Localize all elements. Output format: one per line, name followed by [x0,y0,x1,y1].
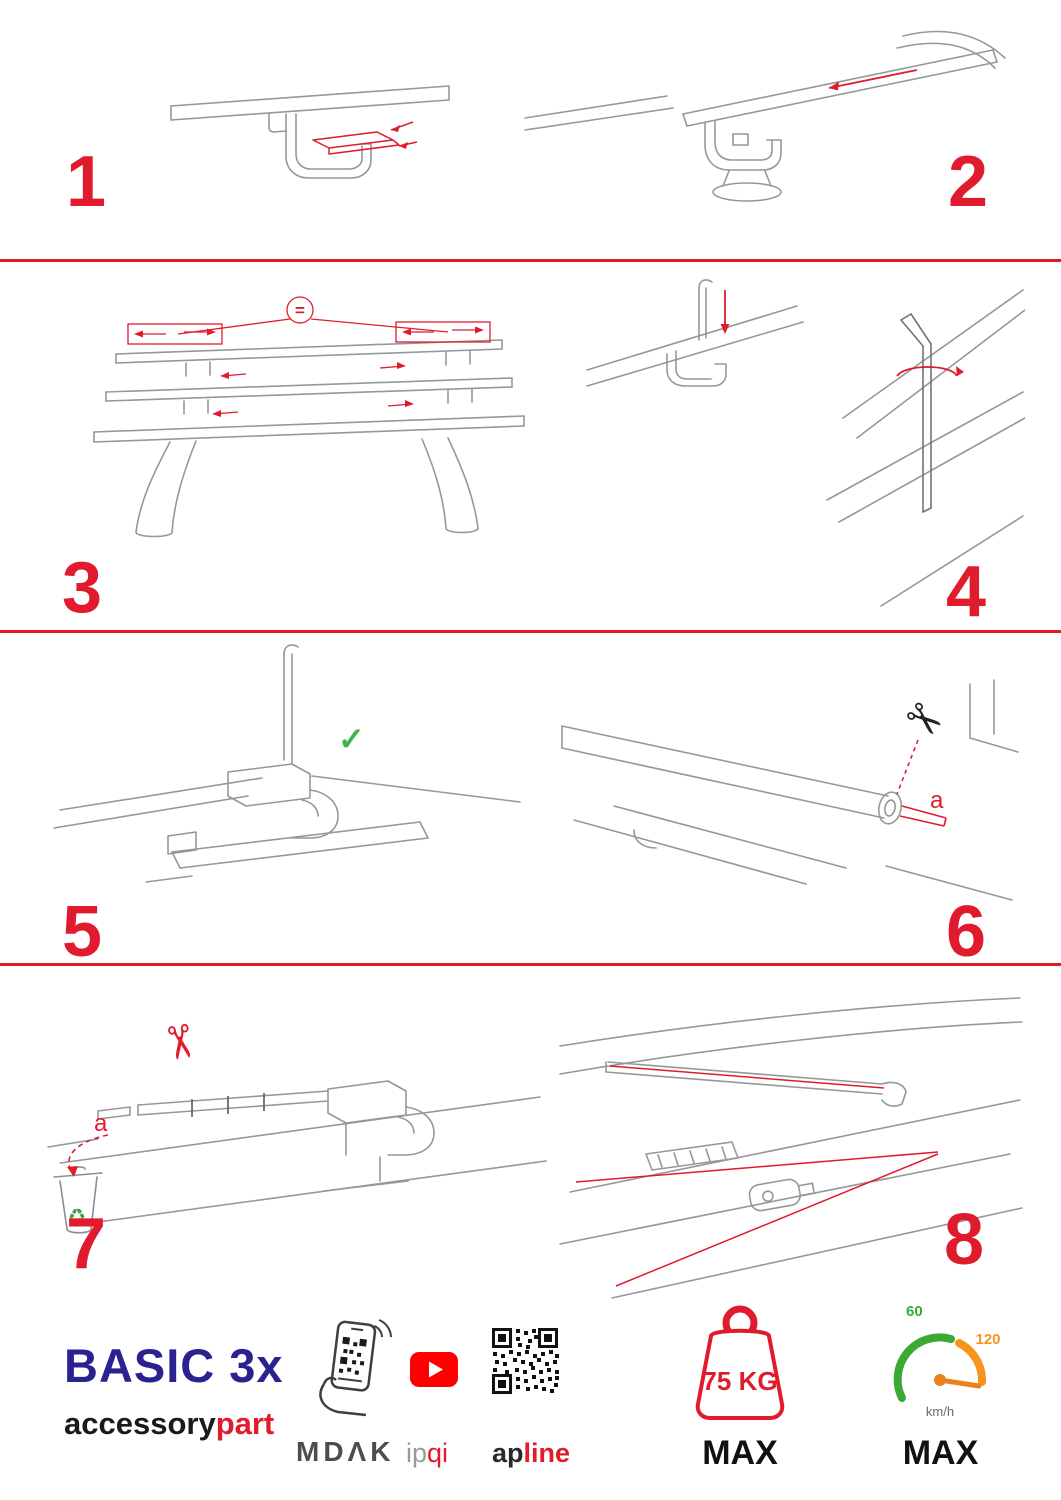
step-1-number: 1 [66,142,107,222]
youtube-icon [410,1352,458,1387]
brand-logo: BASIC 3x [64,1339,284,1392]
speed-60-label: 60 [906,1303,923,1320]
speed-120-label: 120 [975,1331,1000,1348]
step-7-number: 7 [66,1204,107,1284]
step-3-number: 3 [62,548,103,628]
scissors-icon: ✂ [151,1019,209,1066]
allen-key-icon [900,313,932,513]
step-5-number: 5 [62,892,103,972]
phone-qr-scan-icon [319,1319,392,1417]
tighten-arrows [724,290,958,377]
partner-mdak-label: MDΛK [296,1436,395,1467]
step-8-number: 8 [944,1200,985,1280]
step-6-illustration: ✂ a [561,679,1019,901]
step-6-number: 6 [946,892,987,972]
alignment-lines [575,1065,939,1287]
section-divider-2 [0,630,1061,633]
step-5-illustration: ✓ [53,644,521,883]
max-weight-icon: 75 KG [695,1305,785,1420]
partner-apline-left: ap [492,1438,524,1468]
cut-label-a: a [930,787,944,814]
step-3-illustration: = [93,296,525,538]
section-divider-3 [0,963,1061,966]
max-load-label: MAX [702,1434,778,1472]
step-1-illustration [170,85,450,179]
section-divider-1 [0,259,1061,262]
cut-marks [191,1093,265,1117]
recycle-icon: ♻ [68,1206,86,1228]
step-2-number: 2 [948,142,989,222]
speed-unit-label: km/h [926,1404,954,1419]
max-load-value: 75 KG [702,1366,777,1396]
step-4-number: 4 [946,552,987,632]
partner-ipqi-left: ip [406,1438,428,1468]
step-8-illustration [559,997,1023,1299]
brand-subtitle: accessorypart [64,1406,274,1442]
brand-subtitle-right: part [215,1406,275,1441]
partner-apline-label: apline [492,1438,570,1469]
partner-apline-right: line [523,1438,571,1468]
step-2-illustration [524,30,1006,202]
qr-code-icon [490,1326,560,1396]
partner-ipqi-right: qi [427,1438,449,1468]
speedometer-icon: 60 120 km/h [893,1303,1001,1419]
max-speed-label: MAX [902,1434,979,1472]
check-icon: ✓ [338,721,365,757]
partner-ipqi-label: ipqi [406,1438,448,1469]
step-4-illustration [586,279,1025,607]
slide-arrow [828,69,918,89]
brand-subtitle-left: accessory [64,1406,216,1441]
cut-label-a: a [94,1110,108,1137]
scissors-icon: ✂ [894,690,954,751]
rubber-insert-cut [896,739,947,827]
step-7-illustration: ✂ a ♻ [47,1019,547,1234]
equal-spacing-symbol: = [295,301,305,320]
insert-pad-highlight [312,121,418,155]
